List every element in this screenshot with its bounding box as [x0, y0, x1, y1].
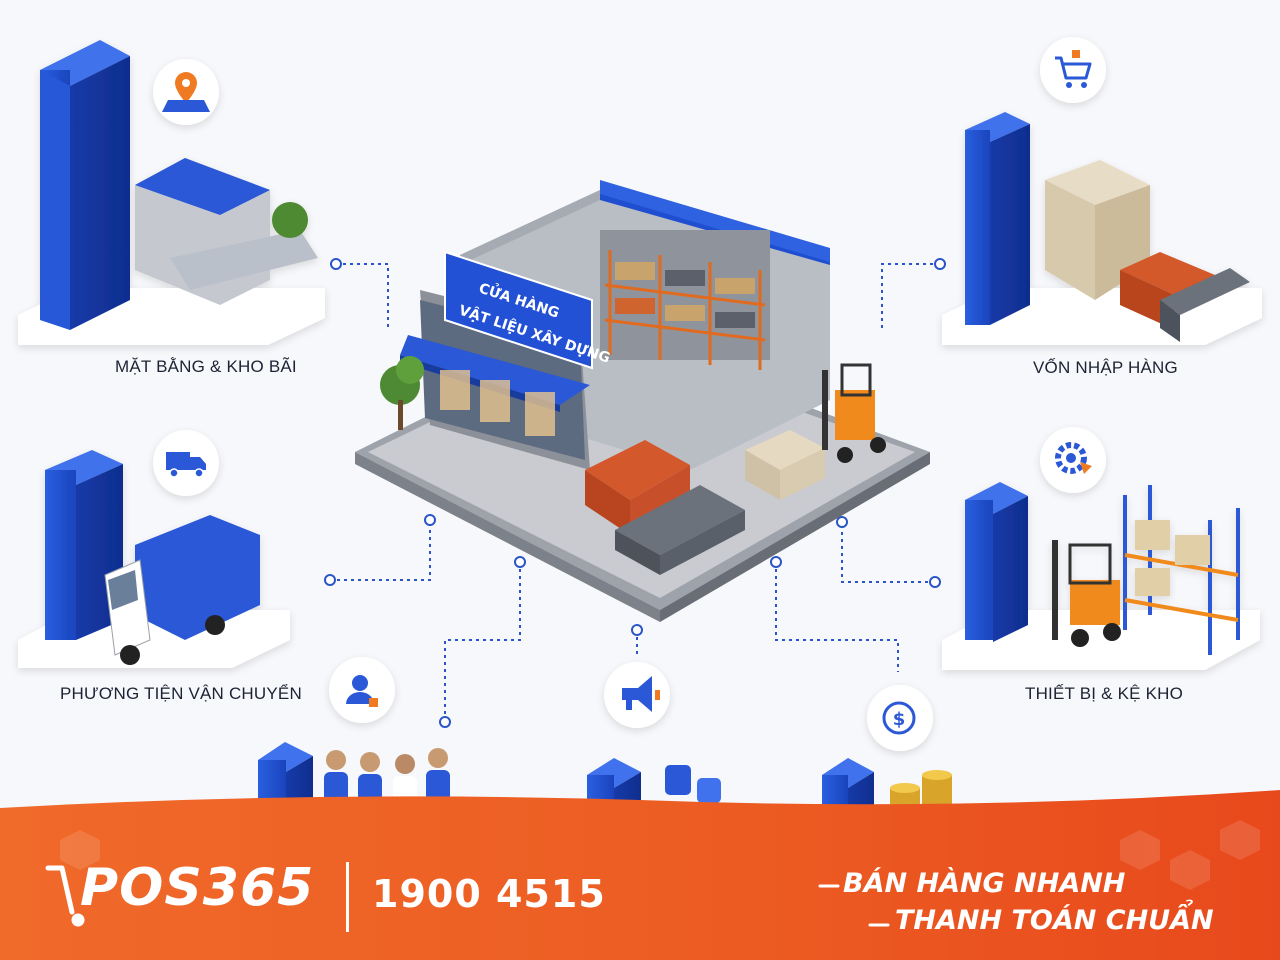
node-chi-phi [822, 758, 952, 806]
central-store: CỬA HÀNG VẬT LIỆU XÂY DỰNG [355, 180, 930, 622]
node-thiet-bi [942, 482, 1260, 670]
connector-dot [514, 556, 526, 568]
pos365-cart-logo-icon [45, 865, 85, 927]
staff-people [324, 748, 450, 802]
footer-divider [346, 862, 349, 932]
connector-dot [330, 258, 342, 270]
node-phuong-tien [18, 450, 290, 668]
node-mat-bang [18, 40, 325, 345]
connector-dot [770, 556, 782, 568]
location-map-icon [153, 59, 219, 125]
dollar-coin-icon: $ [867, 685, 933, 751]
gear-settings-icon [1040, 427, 1106, 493]
connector-dot [929, 576, 941, 588]
connector-dot [424, 514, 436, 526]
node-nhan-su [258, 742, 450, 805]
node-marketing [587, 758, 721, 805]
person-icon [329, 657, 395, 723]
label-phuong-tien: PHƯƠNG TIỆN VẬN CHUYỂN [60, 684, 302, 703]
svg-text:$: $ [893, 709, 906, 730]
label-thiet-bi: THIẾT BỊ & KỆ KHO [1025, 684, 1184, 703]
connector-dot [324, 574, 336, 586]
delivery-truck-icon [153, 430, 219, 496]
slogan-line1: BÁN HÀNG NHANH [843, 868, 1126, 899]
node-von-nhap-hang [942, 112, 1262, 345]
slogan-line2: THANH TOÁN CHUẨN [895, 905, 1214, 936]
hotline-number[interactable]: 1900 4515 [372, 872, 606, 916]
steel-pipes [615, 485, 745, 575]
warehouse-shelves [600, 230, 770, 370]
brand-logo-text: POS365 [80, 858, 315, 918]
connector-dot [836, 516, 848, 528]
connector-dot [631, 624, 643, 636]
gold-coins [890, 770, 952, 806]
shopping-cart-icon [1040, 37, 1106, 103]
connector-dot [934, 258, 946, 270]
cement-sacks [745, 430, 825, 500]
forklift [822, 363, 886, 463]
footer-banner [0, 790, 1280, 960]
label-von-nhap-hang: VỐN NHẬP HÀNG [1033, 358, 1178, 377]
connector-lines [330, 263, 940, 722]
megaphone-icon [604, 662, 670, 728]
connector-dot [439, 716, 451, 728]
label-mat-bang: MẶT BẰNG & KHO BÃI [115, 357, 297, 376]
